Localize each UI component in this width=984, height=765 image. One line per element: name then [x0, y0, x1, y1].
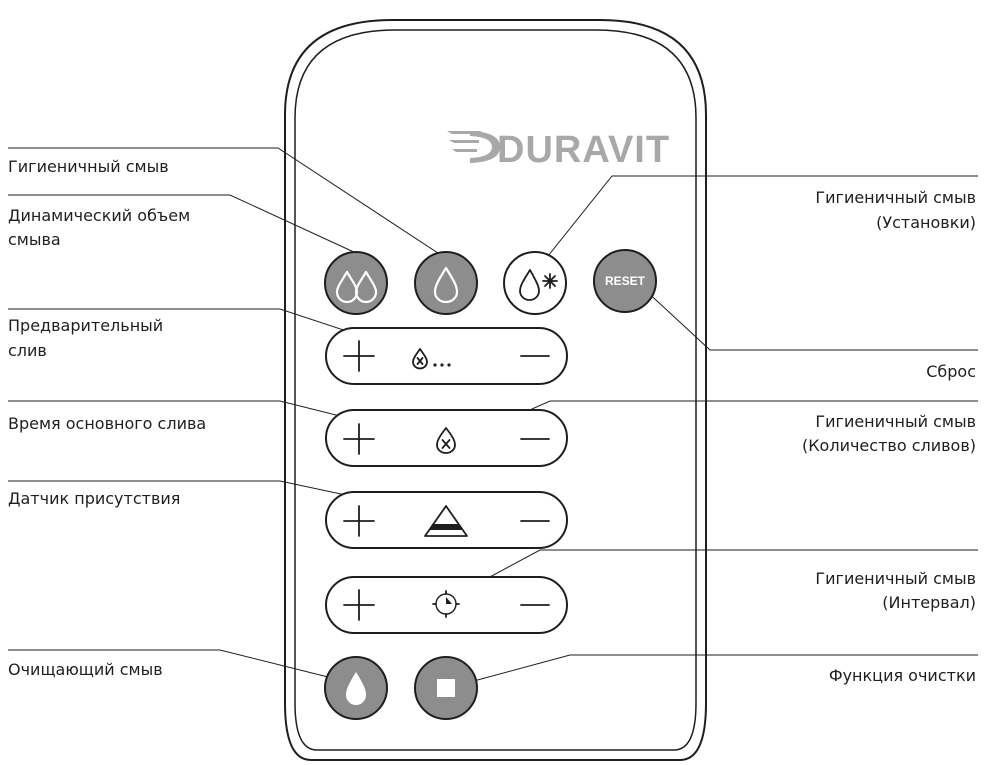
- interval-clock-icon: [432, 590, 460, 618]
- leader-hygienic-settings: [547, 175, 978, 257]
- main-drain-minus-button[interactable]: [508, 414, 564, 462]
- label-hygienic-interval-1: Гигиеничный смыв: [815, 569, 976, 588]
- interval-plus-button[interactable]: [330, 581, 388, 629]
- hygienic-interval-control: [325, 576, 568, 634]
- pre-drain-control: [325, 327, 568, 385]
- duravit-logo: DURAVIT: [447, 129, 670, 171]
- interval-minus-button[interactable]: [508, 581, 564, 629]
- duravit-logo-mark: [447, 131, 500, 163]
- label-dynamic-volume-1: Динамический объем: [8, 206, 190, 225]
- dynamic-volume-button[interactable]: [324, 251, 388, 315]
- label-dynamic-volume-2: смыва: [8, 230, 61, 249]
- label-hygienic-settings-2: (Установки): [876, 213, 976, 232]
- leader-hygienic-flush: [8, 147, 442, 256]
- drop-icon: [433, 266, 459, 304]
- drop-x-icon: [436, 427, 456, 454]
- label-cleaning-flush: Очищающий смыв: [8, 660, 163, 679]
- label-hygienic-interval-2: (Интервал): [882, 593, 976, 612]
- drop-settings-icon: [519, 269, 558, 301]
- stop-square-icon: [437, 679, 455, 697]
- leader-cleaning-function: [469, 654, 978, 683]
- label-reset: Сброс: [926, 362, 976, 381]
- leader-cleaning-flush: [8, 649, 349, 683]
- plus-icon: [343, 505, 375, 537]
- cleaning-function-button[interactable]: [414, 656, 478, 720]
- leader-lines: [8, 147, 978, 683]
- main-drain-control: [325, 409, 568, 467]
- reset-button-label: RESET: [605, 274, 646, 288]
- label-hygienic-count-1: Гигиеничный смыв: [815, 412, 976, 431]
- plus-icon: [343, 589, 375, 621]
- leader-dynamic-volume: [8, 194, 357, 254]
- label-main-drain-time: Время основного слива: [8, 414, 206, 433]
- leader-reset: [642, 287, 978, 351]
- plus-icon: [343, 423, 375, 455]
- pre-drain-minus-button[interactable]: [508, 332, 564, 380]
- left-labels: Гигиеничный смыв Динамический объем смыв…: [8, 157, 206, 679]
- pre-drain-icon: [412, 348, 451, 370]
- label-cleaning-function: Функция очистки: [829, 666, 976, 685]
- pre-drain-plus-button[interactable]: [330, 332, 388, 380]
- double-drop-icon: [335, 270, 378, 304]
- label-hygienic-flush: Гигиеничный смыв: [8, 157, 169, 176]
- hygienic-flush-button[interactable]: [414, 251, 478, 315]
- label-pre-drain-1: Предварительный: [8, 316, 163, 335]
- right-labels: Гигиеничный смыв (Установки) Сброс Гигие…: [802, 188, 976, 685]
- presence-plus-button[interactable]: [330, 496, 388, 544]
- brand-logo-text: DURAVIT: [497, 129, 670, 171]
- label-hygienic-settings-1: Гигиеничный смыв: [815, 188, 976, 207]
- label-hygienic-count-2: (Количество сливов): [802, 436, 976, 455]
- solid-drop-icon: [346, 672, 366, 705]
- label-pre-drain-2: слив: [8, 341, 47, 360]
- plus-icon: [343, 340, 375, 372]
- main-drain-plus-button[interactable]: [330, 414, 388, 462]
- presence-minus-button[interactable]: [508, 496, 564, 544]
- cleaning-flush-button[interactable]: [324, 656, 388, 720]
- presence-sensor-icon: [424, 505, 468, 537]
- label-presence-sensor: Датчик присутствия: [8, 489, 180, 508]
- presence-sensor-control: [325, 491, 568, 549]
- hygienic-settings-button[interactable]: [503, 251, 567, 315]
- remote-body: [284, 19, 707, 761]
- reset-button[interactable]: RESET: [593, 249, 657, 313]
